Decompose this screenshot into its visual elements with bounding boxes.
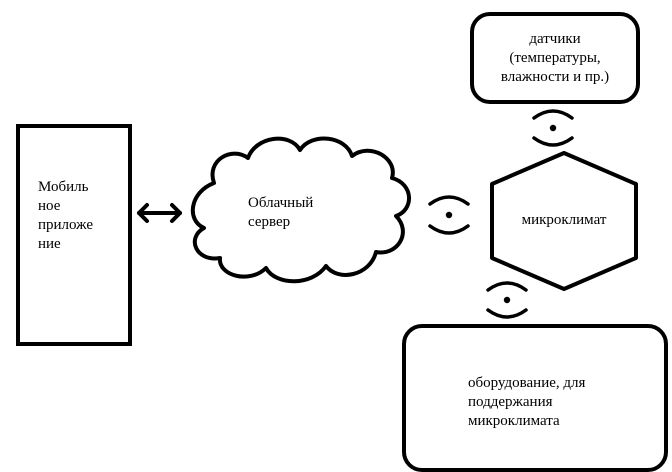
app-cloud-double-arrow (137, 203, 182, 223)
sensors-box (470, 12, 640, 104)
eye-connector-sensors-microclimate (532, 109, 574, 147)
cloud-server-label: Облачный сервер (248, 195, 314, 230)
cloud-server-shape (190, 136, 411, 284)
equipment-box (402, 324, 668, 472)
microclimate-hexagon (490, 151, 638, 291)
equipment-label: оборудование, для поддержания микроклима… (468, 375, 586, 429)
mobile-app-box (16, 124, 132, 346)
microclimate-label: микроклимат (521, 212, 607, 228)
sensors-label: датчики (температуры, влажности и пр.) (500, 31, 610, 85)
eye-connector-cloud-microclimate (428, 195, 470, 235)
eye-connector-microclimate-equipment (486, 281, 528, 319)
mobile-app-label: Мобиль ное приложе ние (38, 179, 93, 252)
